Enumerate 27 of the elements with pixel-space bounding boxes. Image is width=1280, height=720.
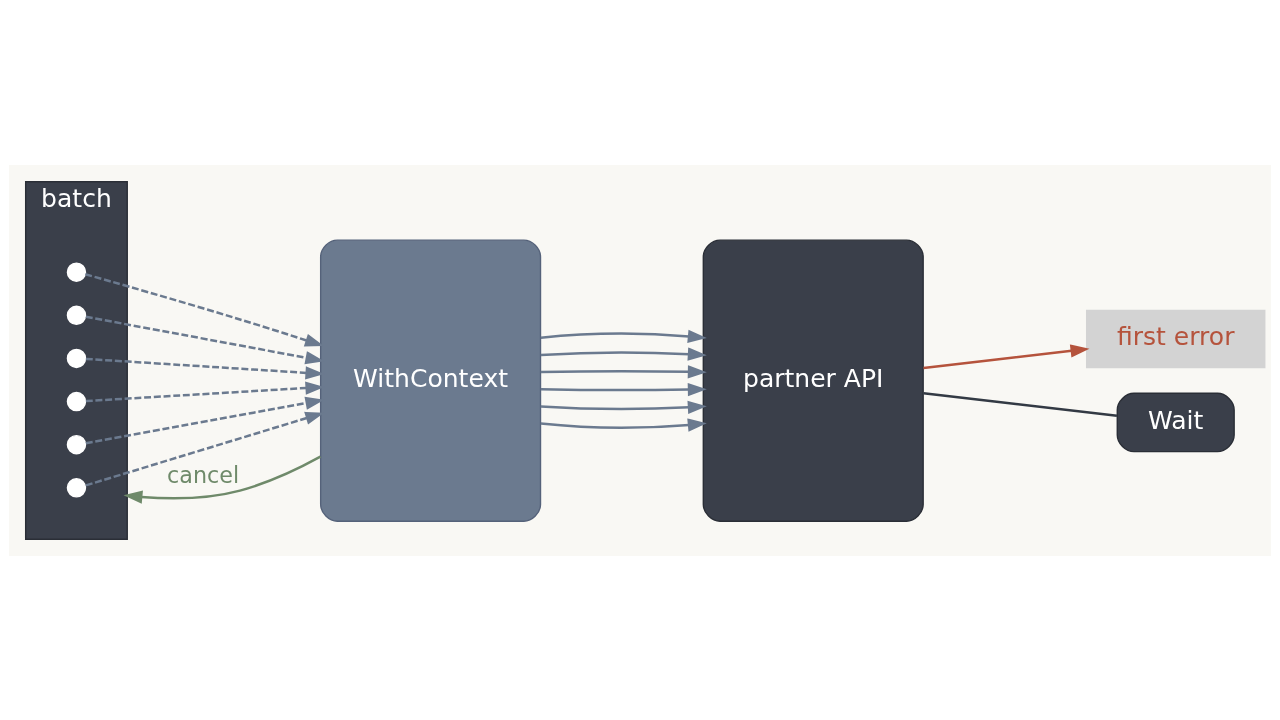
arrow — [540, 329, 707, 343]
arrow — [85, 396, 325, 444]
arrow — [85, 315, 325, 364]
arrow — [85, 411, 325, 487]
arrow — [540, 346, 707, 361]
node-circle — [66, 261, 87, 282]
connector — [923, 391, 1118, 417]
arrow — [923, 343, 1090, 369]
arrow — [84, 272, 324, 346]
arrow — [85, 357, 325, 379]
arrow — [540, 364, 707, 378]
node-box: partner API — [702, 238, 924, 522]
node-circle — [66, 434, 87, 454]
arrow — [540, 400, 707, 414]
edge-label: cancel — [167, 461, 240, 488]
node-circle — [66, 477, 87, 498]
arrow — [123, 455, 321, 504]
arrow — [540, 382, 707, 396]
node-box: Wait — [1116, 392, 1235, 452]
arrow — [85, 380, 325, 402]
cluster: batch — [24, 180, 128, 540]
node-box: WithContext — [319, 238, 542, 522]
node-circle — [66, 305, 87, 325]
node-circle — [66, 391, 87, 411]
node-box: first error — [1085, 309, 1266, 368]
node-circle — [66, 348, 87, 368]
arrow — [540, 417, 707, 432]
